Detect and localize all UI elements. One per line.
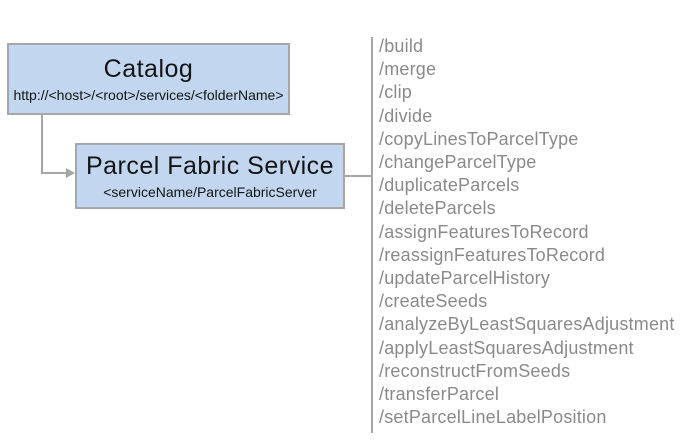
operation-endpoint: /setParcelLineLabelPosition [379, 407, 607, 428]
catalog-title: Catalog [103, 54, 194, 83]
operation-endpoint: /copyLinesToParcelType [379, 128, 579, 149]
connector-catalog-vertical [41, 115, 43, 173]
operation-endpoint: /duplicateParcels [379, 175, 520, 196]
operation-endpoint: /divide [379, 105, 433, 126]
parcel-fabric-service-node: Parcel Fabric Service <serviceName/Parce… [75, 143, 345, 209]
catalog-node: Catalog http://<host>/<root>/services/<f… [7, 43, 290, 115]
operation-endpoint: /applyLeastSquaresAdjustment [379, 337, 634, 358]
operation-endpoint: /changeParcelType [379, 152, 537, 173]
operation-endpoint: /clip [379, 82, 413, 103]
connector-service-to-operations [345, 175, 372, 177]
operation-endpoint: /transferParcel [379, 384, 500, 405]
operation-endpoint: /updateParcelHistory [379, 268, 551, 289]
parcel-fabric-service-url: <serviceName/ParcelFabricServer [103, 183, 317, 200]
catalog-url: http://<host>/<root>/services/<folderNam… [13, 86, 284, 103]
operation-endpoint: /assignFeaturesToRecord [379, 221, 589, 242]
operation-endpoint: /analyzeByLeastSquaresAdjustment [379, 314, 675, 335]
parcel-fabric-service-title: Parcel Fabric Service [85, 151, 335, 180]
operations-divider-line [371, 37, 373, 433]
arrowhead-icon [66, 168, 75, 178]
operation-endpoint: /deleteParcels [379, 198, 496, 219]
operation-endpoint: /createSeeds [379, 291, 488, 312]
operation-endpoint: /reassignFeaturesToRecord [379, 244, 606, 265]
operation-endpoint: /merge [379, 59, 437, 80]
operation-endpoint: /build [379, 36, 424, 56]
connector-catalog-horizontal [41, 172, 67, 174]
operation-endpoint: /reconstructFromSeeds [379, 360, 571, 381]
operations-list: /build /merge /clip /divide /copyLinesTo… [379, 35, 675, 429]
